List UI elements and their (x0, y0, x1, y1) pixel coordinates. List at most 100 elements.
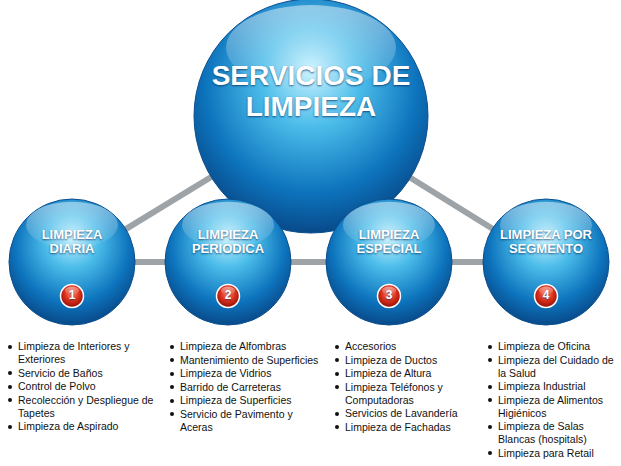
service-list: Limpieza de Interiores y ExterioresServi… (7, 340, 165, 434)
service-label: Limpieza de Aspirado (18, 420, 118, 432)
service-label: Limpieza de Vidrios (180, 367, 271, 379)
sphere-title: LIMPIEZA PERIODICA (176, 228, 280, 257)
category-sphere: LIMPIEZA DIARIA 1 (8, 198, 136, 326)
list-item: Accesorios (334, 340, 474, 353)
list-item: Limpieza del Cuidado de la Salud (487, 354, 617, 380)
number-badge: 2 (216, 284, 240, 308)
number-badge: 4 (534, 284, 558, 308)
list-item: Control de Polvo (7, 380, 165, 393)
service-label: Mantenimiento de Superficies (180, 354, 318, 366)
service-label: Limpieza de Alimentos Higiénicos (498, 394, 603, 419)
bullet-dot (335, 385, 339, 389)
connector-line (290, 259, 327, 265)
list-item: Limpieza de Fachadas (334, 421, 474, 434)
callout-number: 2 (216, 289, 240, 302)
sphere-title: LIMPIEZA ESPECIAL (337, 228, 441, 257)
bullet-dot (170, 345, 174, 349)
service-label: Limpieza de Superficies (180, 394, 291, 406)
list-item: Limpieza de Ductos (334, 354, 474, 367)
service-list: Limpieza de OficinaLimpieza del Cuidado … (487, 340, 617, 460)
badge-fill (535, 285, 558, 308)
list-item: Servicio de Pavimento y Aceras (169, 408, 319, 434)
sphere-fill (194, 0, 428, 233)
bullet-dot (8, 385, 12, 389)
bullet-dot (335, 358, 339, 362)
service-label: Control de Polvo (18, 380, 96, 392)
service-label: Limpieza de Ductos (345, 354, 437, 366)
bullet-dot (488, 385, 492, 389)
bullet-dot (170, 358, 174, 362)
bullet-dot (8, 345, 12, 349)
badge-fill (217, 285, 240, 308)
list-item: Servicio de Baños (7, 367, 165, 380)
service-list: AccesoriosLimpieza de DuctosLimpieza de … (334, 340, 474, 434)
sphere-fill (9, 199, 135, 325)
list-item: Limpieza Teléfonos y Computadoras (334, 381, 474, 407)
bullet-dot (335, 372, 339, 376)
bullet-dot (335, 345, 339, 349)
number-badge: 1 (60, 284, 84, 308)
list-item: Limpieza de Oficina (487, 340, 617, 353)
connector-line (451, 259, 484, 265)
service-label: Accesorios (345, 340, 396, 352)
bullet-dot (335, 425, 339, 429)
list-item: Barrido de Carreteras (169, 381, 319, 394)
sphere-title: LIMPIEZA POR SEGMENTO (494, 228, 598, 257)
list-item: Recolección y Despliegue de Tapetes (7, 394, 165, 420)
badge-fill (378, 285, 401, 308)
service-label: Limpieza de Salas Blancas (hospitals) (498, 420, 587, 445)
bullet-dot (488, 345, 492, 349)
number-badge: 3 (377, 284, 401, 308)
service-label: Limpieza de Oficina (498, 340, 590, 352)
service-label: Recolección y Despliegue de Tapetes (18, 394, 153, 419)
list-item: Limpieza para Retail (487, 447, 617, 460)
list-item: Limpieza de Vidrios (169, 367, 319, 380)
category-sphere: LIMPIEZA ESPECIAL 3 (325, 198, 453, 326)
badge-fill (61, 285, 84, 308)
service-label: Barrido de Carreteras (180, 381, 281, 393)
bullet-dot (488, 398, 492, 402)
bullet-dot (335, 412, 339, 416)
sphere-fill (165, 199, 291, 325)
service-label: Limpieza de Interiores y Exteriores (18, 340, 129, 365)
service-label: Servicios de Lavandería (345, 407, 458, 419)
sphere-title: SERVICIOS DE LIMPIEZA (209, 61, 413, 123)
bullet-dot (170, 372, 174, 376)
service-label: Limpieza Teléfonos y Computadoras (345, 381, 443, 406)
service-label: Limpieza de Altura (345, 367, 431, 379)
sphere-fill (483, 199, 609, 325)
callout-number: 4 (534, 289, 558, 302)
bullet-dot (170, 385, 174, 389)
service-list: Limpieza de AlfombrasMantenimiento de Su… (169, 340, 319, 434)
list-item: Limpieza de Alimentos Higiénicos (487, 394, 617, 420)
bullet-dot (8, 398, 12, 402)
service-label: Limpieza de Fachadas (345, 421, 451, 433)
connector-line (134, 259, 166, 265)
bullet-dot (8, 371, 12, 375)
list-item: Limpieza de Superficies (169, 394, 319, 407)
list-item: Limpieza de Salas Blancas (hospitals) (487, 420, 617, 446)
service-label: Limpieza para Retail (498, 447, 594, 459)
list-item: Servicios de Lavandería (334, 407, 474, 420)
bullet-dot (488, 358, 492, 362)
category-sphere: LIMPIEZA POR SEGMENTO 4 (482, 198, 610, 326)
callout-number: 3 (377, 289, 401, 302)
list-item: Limpieza Industrial (487, 380, 617, 393)
bullet-dot (8, 425, 12, 429)
bullet-dot (170, 399, 174, 403)
bullet-dot (488, 425, 492, 429)
service-label: Servicio de Pavimento y Aceras (180, 408, 293, 433)
service-label: Servicio de Baños (18, 367, 103, 379)
category-sphere: LIMPIEZA PERIODICA 2 (164, 198, 292, 326)
service-label: Limpieza del Cuidado de la Salud (498, 354, 614, 379)
list-item: Limpieza de Interiores y Exteriores (7, 340, 165, 366)
list-item: Limpieza de Aspirado (7, 420, 165, 433)
sphere-title: LIMPIEZA DIARIA (20, 228, 124, 257)
service-label: Limpieza de Alfombras (180, 340, 286, 352)
bullet-dot (170, 412, 174, 416)
list-item: Mantenimiento de Superficies (169, 354, 319, 367)
service-label: Limpieza Industrial (498, 380, 586, 392)
sphere-fill (326, 199, 452, 325)
list-item: Limpieza de Altura (334, 367, 474, 380)
